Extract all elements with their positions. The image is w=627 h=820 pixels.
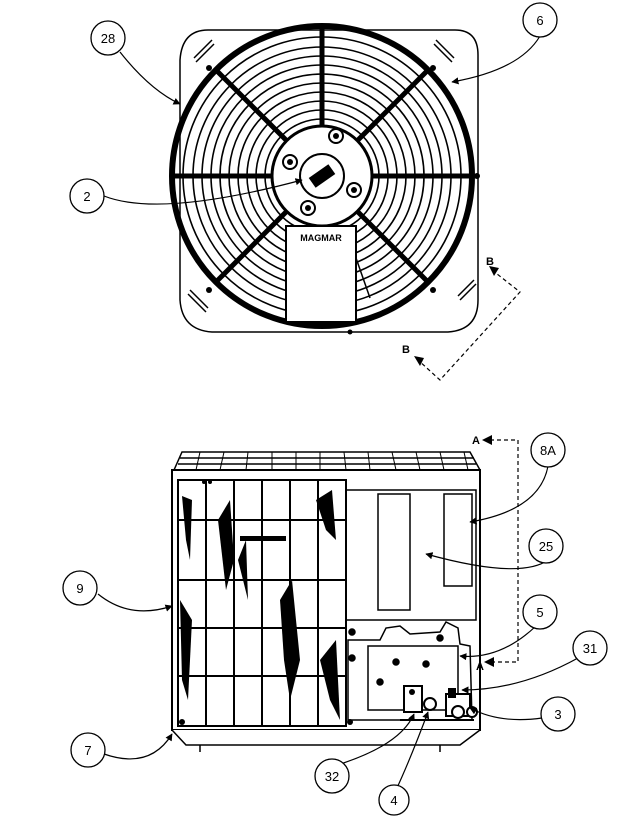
coil-shading [180, 490, 340, 720]
section-lines: B B A A [402, 256, 521, 673]
callout-28-label: 28 [101, 31, 115, 46]
fan-motor-hub [270, 124, 374, 228]
callout-32-label: 32 [325, 769, 339, 784]
top-grille [173, 451, 481, 471]
access-panel [345, 489, 477, 621]
callout-2: 2 [69, 178, 105, 214]
callout-5-label: 5 [536, 605, 543, 620]
section-a-lower: A [476, 661, 484, 673]
section-b-lower: B [402, 344, 410, 356]
callout-32: 32 [314, 758, 350, 794]
callout-3-label: 3 [554, 707, 561, 722]
callout-7-label: 7 [84, 743, 91, 758]
callout-31-label: 31 [583, 641, 597, 656]
callout-25: 25 [528, 528, 564, 564]
brand-plate-text: MAGMAR [300, 233, 342, 243]
callout-8a-label: 8A [540, 443, 556, 458]
callout-7: 7 [70, 732, 106, 768]
section-a-line [490, 439, 519, 663]
callout-3: 3 [540, 696, 576, 732]
callout-6-label: 6 [536, 13, 543, 28]
brand-plate: MAGMAR [285, 225, 371, 323]
service-valves [400, 685, 478, 721]
callout-6: 6 [522, 2, 558, 38]
callout-31: 31 [572, 630, 608, 666]
callout-8a: 8A [530, 432, 566, 468]
section-b-upper: B [486, 256, 494, 268]
front-view-cabinet [171, 451, 481, 752]
callout-25-label: 25 [539, 539, 553, 554]
top-view-fan-assembly: MAGMAR [169, 23, 480, 335]
base-pan [171, 729, 481, 746]
corner-slots [187, 39, 477, 313]
callout-2-label: 2 [83, 189, 90, 204]
section-a-upper: A [472, 435, 480, 447]
callout-leaders [97, 35, 579, 791]
callout-4: 4 [378, 784, 410, 816]
callout-28: 28 [90, 20, 126, 56]
callout-5: 5 [522, 594, 558, 630]
section-b-line [417, 269, 521, 381]
callout-bubbles: 28 6 2 8A 25 9 5 31 [62, 2, 608, 816]
coil-guard-grid [177, 479, 347, 727]
hub-bolts [282, 128, 362, 216]
callout-4-label: 4 [390, 793, 397, 808]
callout-9-label: 9 [76, 581, 83, 596]
callout-9: 9 [62, 570, 98, 606]
cabinet-screws [179, 480, 353, 725]
